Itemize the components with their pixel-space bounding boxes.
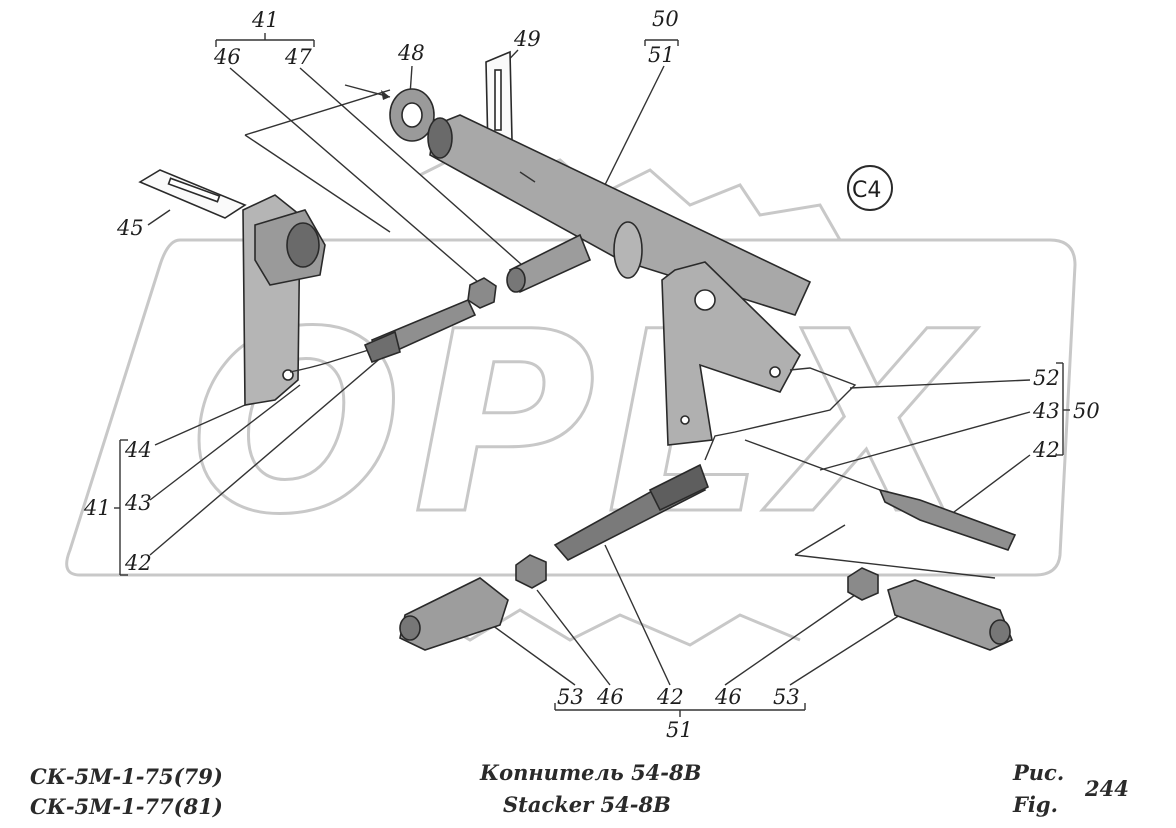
fork-47 [506, 233, 592, 294]
fig-number: 244 [1085, 776, 1129, 801]
label-42-right: 42 [1032, 438, 1060, 462]
bracket-51-bottom [554, 703, 806, 717]
label-42-bottom: 42 [656, 685, 684, 709]
fig-label-en: Fig. [1013, 792, 1058, 817]
rod-43-right [744, 439, 1017, 551]
fork-53-left [399, 577, 509, 651]
shaft-50 [427, 114, 812, 316]
label-53-bottom-left: 53 [557, 685, 584, 709]
label-50-right: 50 [1073, 399, 1100, 423]
label-51-bottom: 51 [666, 718, 693, 742]
label-43-right: 43 [1032, 399, 1060, 423]
rod-43-left [289, 298, 477, 373]
label-48: 48 [397, 41, 425, 65]
badge-circle [847, 165, 893, 211]
label-44: 44 [124, 438, 152, 462]
rod-52 [704, 367, 857, 461]
label-43-left: 43 [124, 491, 152, 515]
label-46-top: 46 [213, 45, 241, 69]
bracket-41-top [215, 33, 315, 47]
bracket-41-left [114, 439, 128, 576]
lever-plate-right [661, 261, 801, 446]
arrow-head-48 [381, 90, 390, 100]
model-code-2: СК-5М-1-77(81) [30, 794, 223, 819]
washer-48 [389, 88, 435, 142]
label-47-top: 47 [284, 45, 312, 69]
label-53-bottom-right: 53 [773, 685, 800, 709]
threaded-rod-42-center [553, 463, 709, 561]
leader-lines [147, 49, 1031, 686]
label-41-left: 41 [83, 496, 111, 520]
label-49: 49 [513, 27, 541, 51]
bracket-50-top [644, 39, 679, 46]
label-45: 45 [116, 216, 144, 240]
bracket-50-right [1056, 362, 1070, 456]
label-46-bottom-left: 46 [596, 685, 624, 709]
nut-46-bottom-right [847, 567, 879, 601]
lever-44 [242, 194, 326, 406]
label-46-bottom-right: 46 [714, 685, 742, 709]
title-ru: Копнитель 54-8В [480, 760, 702, 785]
fork-53-right [887, 579, 1014, 651]
fig-label-ru: Рис. [1013, 760, 1065, 785]
label-51-top: 51 [648, 43, 675, 67]
label-41-top: 41 [251, 8, 279, 32]
model-code-1: СК-5М-1-75(79) [30, 764, 223, 789]
cotter-pin-49 [485, 50, 513, 152]
label-52: 52 [1033, 366, 1060, 390]
badge-c4: C4 [852, 178, 881, 203]
label-42-left: 42 [124, 551, 152, 575]
watermark-logo: OPLX [65, 148, 1077, 647]
cotter-pin-45 [138, 169, 247, 219]
title-en: Stacker 54-8B [503, 792, 671, 817]
nut-46-bottom-left [515, 554, 547, 589]
watermark-text: OPLX [190, 278, 978, 569]
label-50-top: 50 [652, 7, 679, 31]
